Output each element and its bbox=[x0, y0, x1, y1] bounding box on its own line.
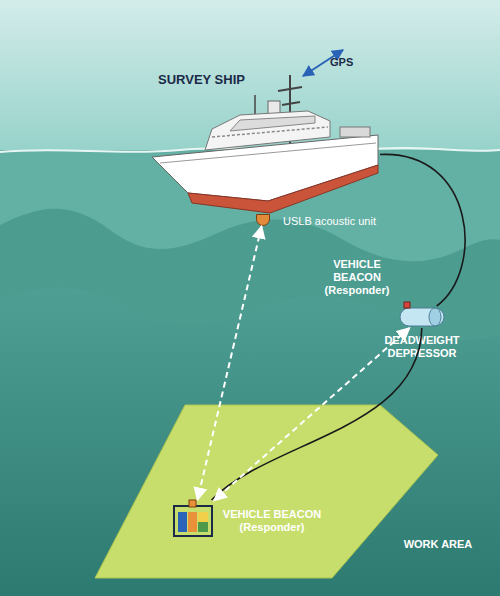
seabed-ridge bbox=[0, 209, 500, 596]
sea-water bbox=[0, 150, 500, 596]
node-shape bbox=[150, 105, 380, 215]
depressor-label: DEADWEIGHT DEPRESSOR bbox=[374, 334, 470, 360]
sky bbox=[0, 0, 500, 160]
vehicle-drawing bbox=[174, 500, 212, 536]
area-label: WORK AREA bbox=[400, 538, 476, 551]
beacon-label: VEHICLE BEACON (Responder) bbox=[318, 258, 396, 297]
beacon-label: VEHICLE BEACON (Responder) bbox=[222, 508, 322, 534]
deep-water bbox=[0, 288, 500, 596]
unit-label: USLB acoustic unit bbox=[283, 215, 413, 228]
depressor-drawing bbox=[400, 302, 444, 326]
vehicle: VEHICLE BEACON (Responder) bbox=[172, 500, 214, 538]
node-shape bbox=[90, 400, 480, 585]
survey-ship: SURVEY SHIP bbox=[150, 105, 380, 215]
node-shape bbox=[398, 306, 446, 328]
deadweight-depressor: VEHICLE BEACON (Responder)DEADWEIGHT DEP… bbox=[398, 306, 446, 328]
tow-cable bbox=[380, 154, 465, 306]
node-shape bbox=[172, 500, 214, 538]
ship-drawing bbox=[152, 75, 378, 213]
gps-label: GPS bbox=[330, 56, 353, 69]
ship-label: SURVEY SHIP bbox=[158, 73, 278, 86]
work-area: WORK AREA VEHICLE BEACON (Responder) bbox=[90, 400, 480, 585]
work-area-zone bbox=[95, 405, 438, 578]
